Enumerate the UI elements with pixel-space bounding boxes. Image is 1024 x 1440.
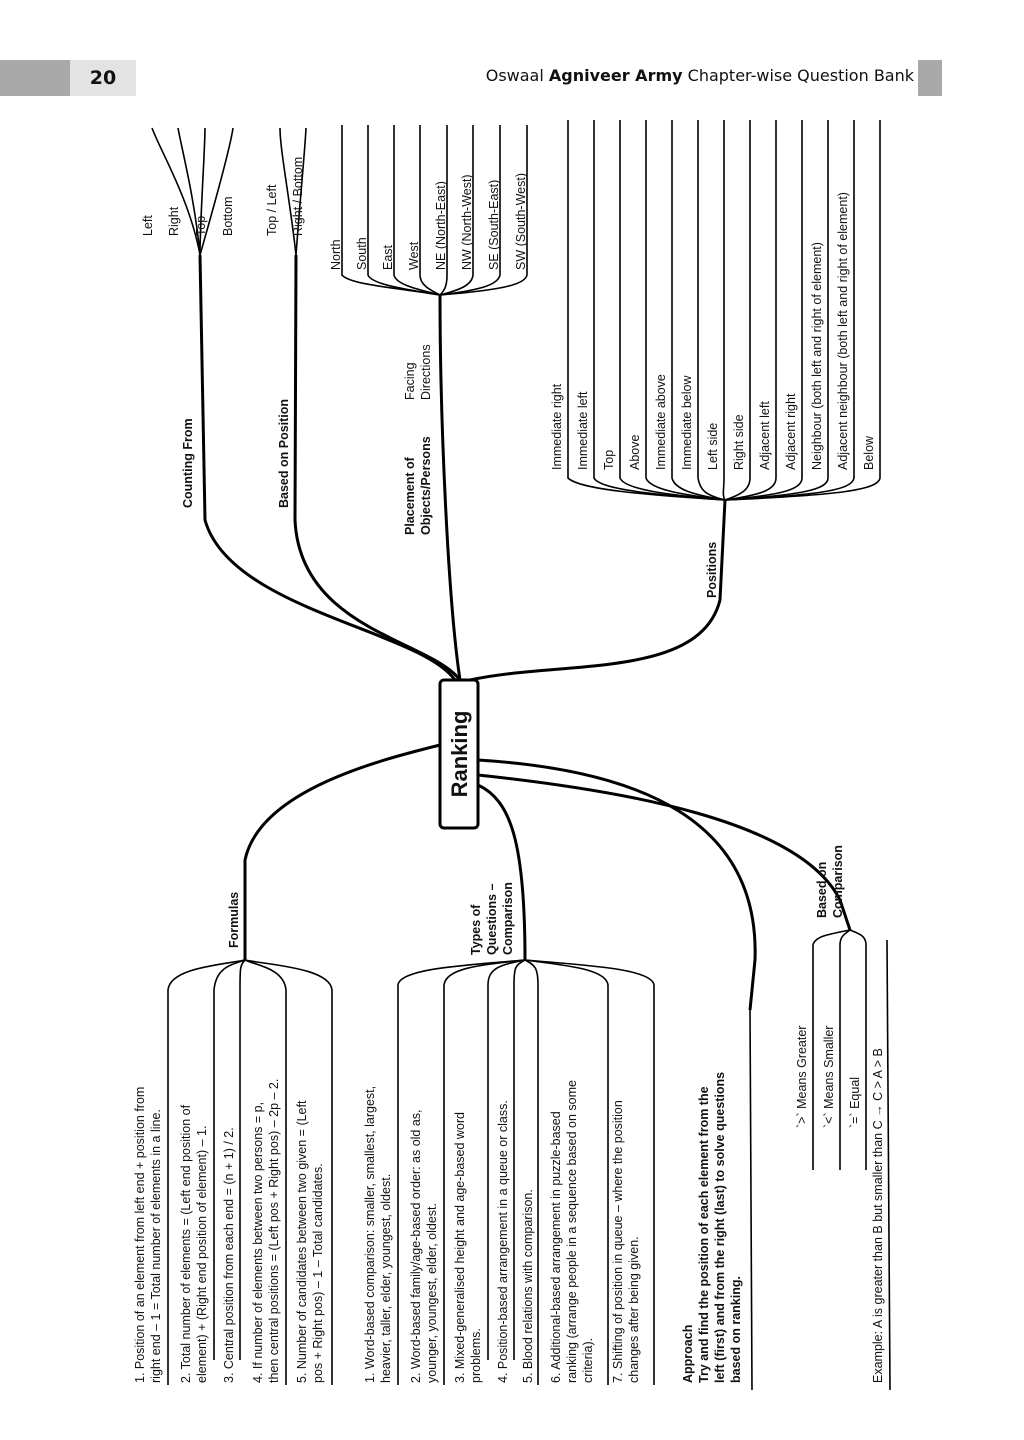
types-label-2: Questions – [485,883,499,955]
type-line: 7. Shifting of position in queue – where… [611,1100,625,1383]
central-node-box [438,678,480,830]
comparison-item: `>` Means Greater [795,1026,809,1128]
type-line: changes after being given. [627,1236,641,1383]
position-basis-item: Top / Left [265,184,279,236]
book-title-prefix: Oswaal [485,66,549,85]
approach-line: based on ranking. [729,1276,743,1383]
connectors [151,120,891,1391]
positions-item: Immediate above [654,374,668,470]
type-line: 5. Blood relations with comparison. [521,1189,535,1383]
positions-item: Adjacent left [758,401,772,470]
type-line: 2. Word-based family/age-based order: as… [409,1109,423,1383]
positions-item: Immediate below [680,375,694,470]
formula-line: 3. Central position from each end = (n +… [222,1127,236,1383]
positions-item: Left side [706,423,720,470]
counting-item: Top [194,216,208,236]
direction-item: West [407,241,421,270]
facing-label-1: Facing [403,362,417,400]
direction-item: SW (South-West) [514,173,528,270]
book-title-suffix: Chapter-wise Question Bank [682,66,914,85]
comparison-label-2: Comparison [831,845,845,918]
comparison-item: `<` Means Smaller [822,1026,836,1128]
formula-line: 2. Total number of elements = (Left end … [179,1104,193,1383]
type-line: 6. Additional-based arrangement in puzzl… [549,1111,563,1383]
positions-item: Adjacent neighbour (both left and right … [836,192,850,470]
direction-item: North [329,239,343,270]
positions-item: Above [628,435,642,470]
approach-line: Try and find the position of each elemen… [697,1086,711,1383]
type-line: heavier, taller, elder, youngest, oldest… [379,1174,393,1383]
direction-item: NW (North-West) [460,174,474,270]
page-number: 20 [70,60,136,96]
comparison-item: `=` Equal [848,1077,862,1128]
types-label-1: Types of [469,904,483,955]
positions-label: Positions [705,542,719,598]
formula-line: then central positions = (Left pos + Rig… [267,1079,281,1383]
type-line: 1. Word-based comparison: smaller, small… [363,1086,377,1383]
header-right-bar [918,60,942,96]
direction-item: SE (South-East) [487,180,501,270]
positions-item: Neighbour (both left and right of elemen… [810,242,824,470]
facing-label-2: Directions [419,344,433,400]
counting-from-label: Counting From [181,418,195,508]
formulas-label: Formulas [227,892,241,948]
book-title: Oswaal Agniveer Army Chapter-wise Questi… [486,66,914,85]
placement-label-2: Objects/Persons [419,436,433,535]
type-line: ranking (arrange people in a sequence ba… [565,1080,579,1383]
formula-line: 4. If number of elements between two per… [251,1102,265,1383]
position-basis-item: Right / Bottom [291,157,305,236]
counting-item: Bottom [221,196,235,236]
positions-item: Below [862,435,876,470]
comparison-label-1: Based on [815,862,829,918]
positions-item: Immediate left [576,391,590,470]
comparison-example: Example: A is greater than B but smaller… [871,1048,885,1383]
approach-line: left (first) and from the right (last) t… [713,1072,727,1383]
positions-item: Adjacent right [784,393,798,470]
types-label-3: Comparison [501,882,515,955]
formula-line: element) + (Right end position of elemen… [195,1126,209,1383]
direction-item: NE (North-East) [434,181,448,270]
counting-item: Right [167,206,181,236]
book-title-bold: Agniveer Army [548,66,683,85]
type-line: younger, youngest, elder, oldest. [425,1203,439,1383]
type-line: criteria). [581,1338,595,1383]
type-line: 4. Position-based arrangement in a queue… [496,1100,510,1383]
direction-item: East [381,244,395,270]
positions-item: Top [602,450,616,470]
type-line: problems. [469,1328,483,1383]
type-line: 3. Mixed-generalised height and age-base… [453,1112,467,1383]
positions-item: Right side [732,414,746,470]
formula-line: 5. Number of candidates between two give… [295,1100,309,1383]
counting-item: Left [141,215,155,236]
approach-title: Approach [681,1325,695,1383]
central-node-label: Ranking [447,711,472,798]
header-left-bar [0,60,70,96]
direction-item: South [355,237,369,270]
formula-line: right end – 1 = Total number of elements… [149,1109,163,1383]
placement-label-1: Placement of [403,456,417,535]
formula-line: pos + Right pos) – 1 – Total candidates. [311,1163,325,1383]
based-on-position-label: Based on Position [277,399,291,508]
positions-item: Immediate right [550,383,564,470]
formula-line: 1. Position of an element from left end … [133,1087,147,1383]
